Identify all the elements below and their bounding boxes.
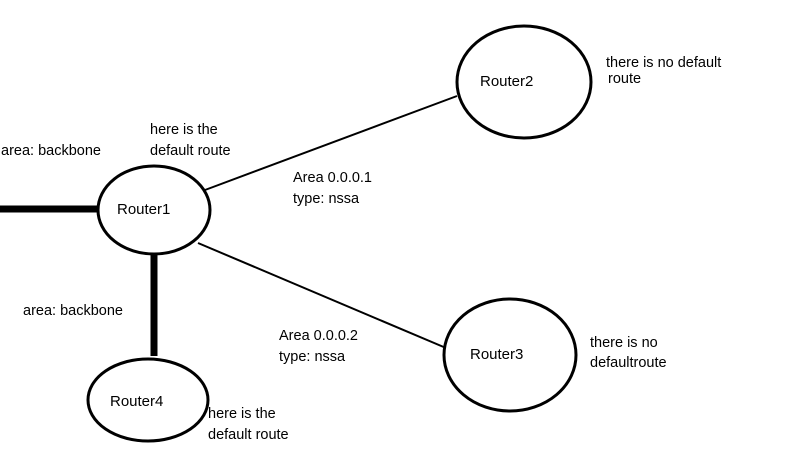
- router2-node: [455, 24, 593, 140]
- area1-name-label: Area 0.0.0.1: [293, 170, 372, 186]
- router2-note-line2: route: [608, 71, 642, 87]
- router4-note-line2: default route: [208, 427, 289, 443]
- area2-link: [197, 242, 447, 349]
- area1-type-label: type: nssa: [293, 191, 360, 207]
- router3-note-line1: there is no: [590, 335, 658, 351]
- area1-link: [204, 95, 458, 191]
- router1-note-line2: default route: [150, 143, 231, 159]
- router3-label: Router3: [470, 346, 524, 363]
- router2-label: Router2: [480, 73, 534, 90]
- area2-name-label: Area 0.0.0.2: [279, 328, 358, 344]
- router4-node: [86, 357, 210, 443]
- area2-type-label: type: nssa: [279, 349, 346, 365]
- router3-node: [442, 297, 578, 413]
- router4-note-line1: here is the: [208, 406, 276, 422]
- backbone-left-label: area: backbone: [1, 143, 101, 159]
- router1-note-line1: here is the: [150, 122, 218, 138]
- backbone-down-label: area: backbone: [23, 303, 123, 319]
- router2-note-line1: there is no default: [606, 55, 722, 71]
- router3-note-line2: defaultroute: [590, 355, 667, 371]
- router1-node: [96, 164, 212, 256]
- router4-label: Router4: [110, 393, 164, 410]
- router1-label: Router1: [117, 201, 171, 218]
